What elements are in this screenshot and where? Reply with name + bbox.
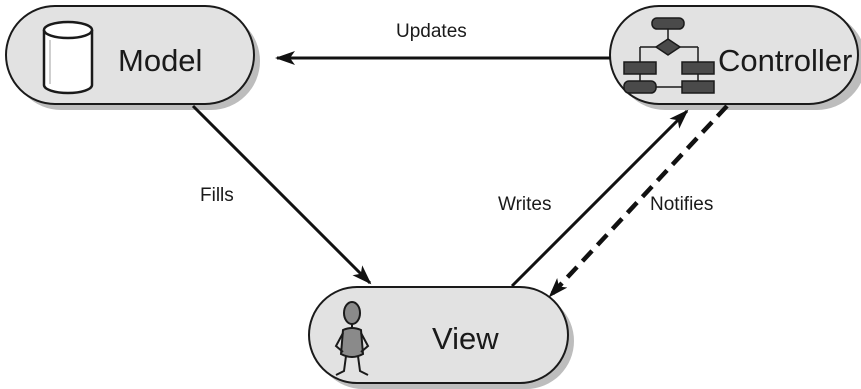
fills-label: Fills — [200, 185, 234, 206]
database-cylinder-icon — [42, 20, 94, 95]
model-label: Model — [118, 43, 203, 78]
controller-label: Controller — [718, 43, 853, 78]
stick-figure-person-icon — [334, 301, 370, 376]
writes-label: Writes — [498, 194, 552, 215]
flowchart-icon — [623, 17, 715, 94]
view-label: View — [432, 321, 499, 356]
writes-arrow — [510, 109, 689, 288]
updates-label: Updates — [396, 21, 467, 42]
view-node[interactable] — [308, 286, 569, 384]
fills-arrow — [191, 104, 372, 285]
controller-node[interactable] — [609, 5, 859, 105]
notifies-label: Notifies — [650, 194, 714, 215]
